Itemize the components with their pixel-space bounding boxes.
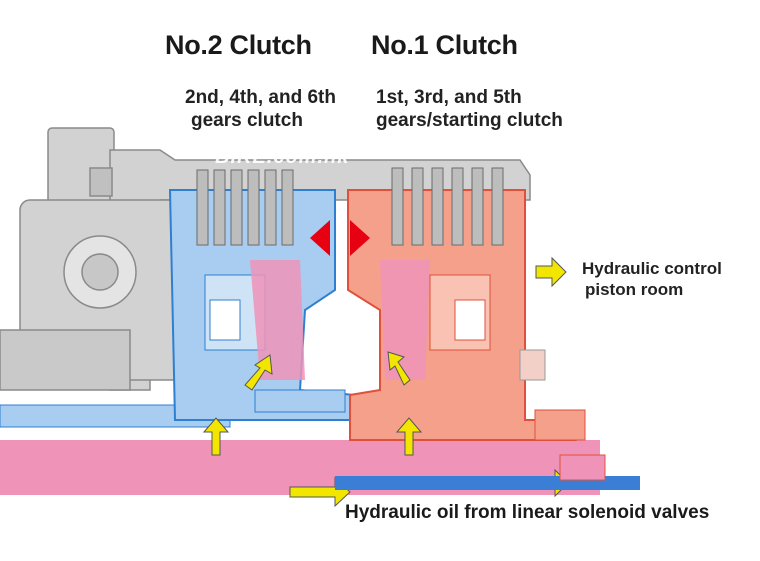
no1-clutch-assembly xyxy=(347,189,586,441)
red-arrow-left xyxy=(310,220,330,256)
no2-clutch-assembly xyxy=(168,189,356,421)
no2-clutch-subtitle-line1: 2nd, 4th, and 6th xyxy=(185,87,336,108)
solenoid-valve-body xyxy=(559,454,606,481)
clutch-plates-left xyxy=(196,169,294,246)
gray-housing xyxy=(0,127,531,391)
clutch-plates-right xyxy=(391,167,504,246)
no2-clutch-subtitle-line2: gears clutch xyxy=(191,110,303,131)
no1-clutch-title: No.1 Clutch xyxy=(371,30,518,60)
no1-clutch-subtitle-line2: gears/starting clutch xyxy=(376,110,563,131)
no1-clutch-subtitle-line1: 1st, 3rd, and 5th xyxy=(376,87,522,108)
legend-line1: Hydraulic control xyxy=(582,259,722,278)
red-arrow-right xyxy=(350,220,370,256)
oil-source-label: Hydraulic oil from linear solenoid valve… xyxy=(345,502,710,523)
watermark: BIKE.com.hk xyxy=(215,146,350,168)
legend-yellow-arrow xyxy=(535,256,567,288)
no2-clutch-title: No.2 Clutch xyxy=(165,30,312,60)
legend-line2: piston room xyxy=(585,280,684,299)
